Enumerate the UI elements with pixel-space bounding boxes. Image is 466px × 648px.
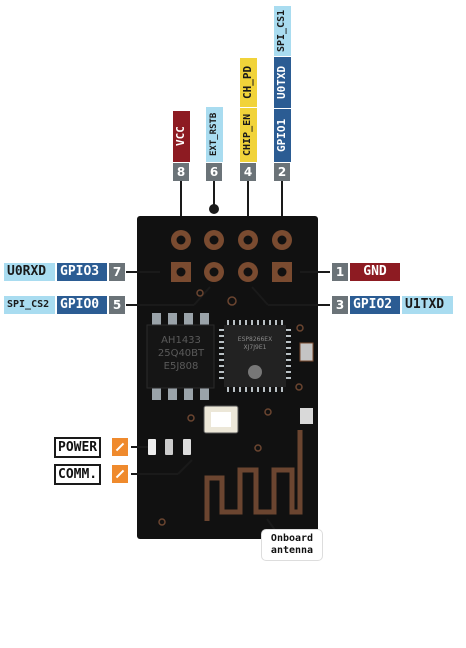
- pin-label-gpio1: GPIO1: [274, 109, 291, 162]
- pin-label-gpio0: GPIO0: [57, 296, 107, 314]
- pin-label-u0txd: U0TXD: [274, 57, 291, 108]
- pin-label-spi-cs2: SPI_CS2: [4, 296, 55, 314]
- pin-label-ext-rstb: EXT_RSTB: [206, 107, 223, 162]
- pin-label-vcc: VCC: [173, 111, 190, 162]
- antenna-label-line1: Onboard: [270, 533, 314, 544]
- soc-marking: ESP8266EX XJ7J9E1: [227, 336, 283, 352]
- flash-chip-line1: AH1433: [161, 335, 201, 346]
- pin-number-6: 6: [206, 163, 222, 181]
- antenna-label-line2: antenna: [270, 545, 314, 556]
- pin-number-5: 5: [109, 296, 125, 314]
- flash-chip-marking: AH1433 25Q40BT E5J808: [150, 334, 212, 373]
- pin-number-8: 8: [173, 163, 189, 181]
- pin-label-gpio3: GPIO3: [57, 263, 107, 281]
- pin-number-4: 4: [240, 163, 256, 181]
- pin-label-u0rxd: U0RXD: [4, 263, 55, 281]
- pin-label-spi-cs1: SPI_CS1: [274, 6, 291, 56]
- espressif-logo-icon: [248, 365, 262, 379]
- pin-number-2: 2: [274, 163, 290, 181]
- pin-label-gpio2: GPIO2: [350, 296, 400, 314]
- pin-number-3: 3: [332, 296, 348, 314]
- pin-label-u1txd: U1TXD: [402, 296, 453, 314]
- power-led-label: POWER: [54, 437, 102, 458]
- pin-label-chip-en: CHIP_EN: [240, 108, 257, 162]
- flash-chip: [146, 324, 215, 389]
- power-led-swatch: [112, 438, 128, 456]
- comm-led-label: COMM.: [54, 464, 102, 485]
- flash-chip-line3: E5J808: [163, 361, 199, 372]
- soc-line2: XJ7J9E1: [243, 344, 267, 351]
- antenna-label: Onboard antenna: [262, 530, 322, 560]
- comm-led-swatch: [112, 465, 128, 483]
- pin-number-1: 1: [332, 263, 348, 281]
- antenna-trace: [204, 430, 303, 521]
- pin-label-ch-pd: CH_PD: [240, 58, 257, 107]
- pin-label-gnd: GND: [350, 263, 400, 281]
- flash-chip-line2: 25Q40BT: [157, 348, 205, 359]
- soc-line1: ESP8266EX: [237, 336, 273, 343]
- pin-number-7: 7: [109, 263, 125, 281]
